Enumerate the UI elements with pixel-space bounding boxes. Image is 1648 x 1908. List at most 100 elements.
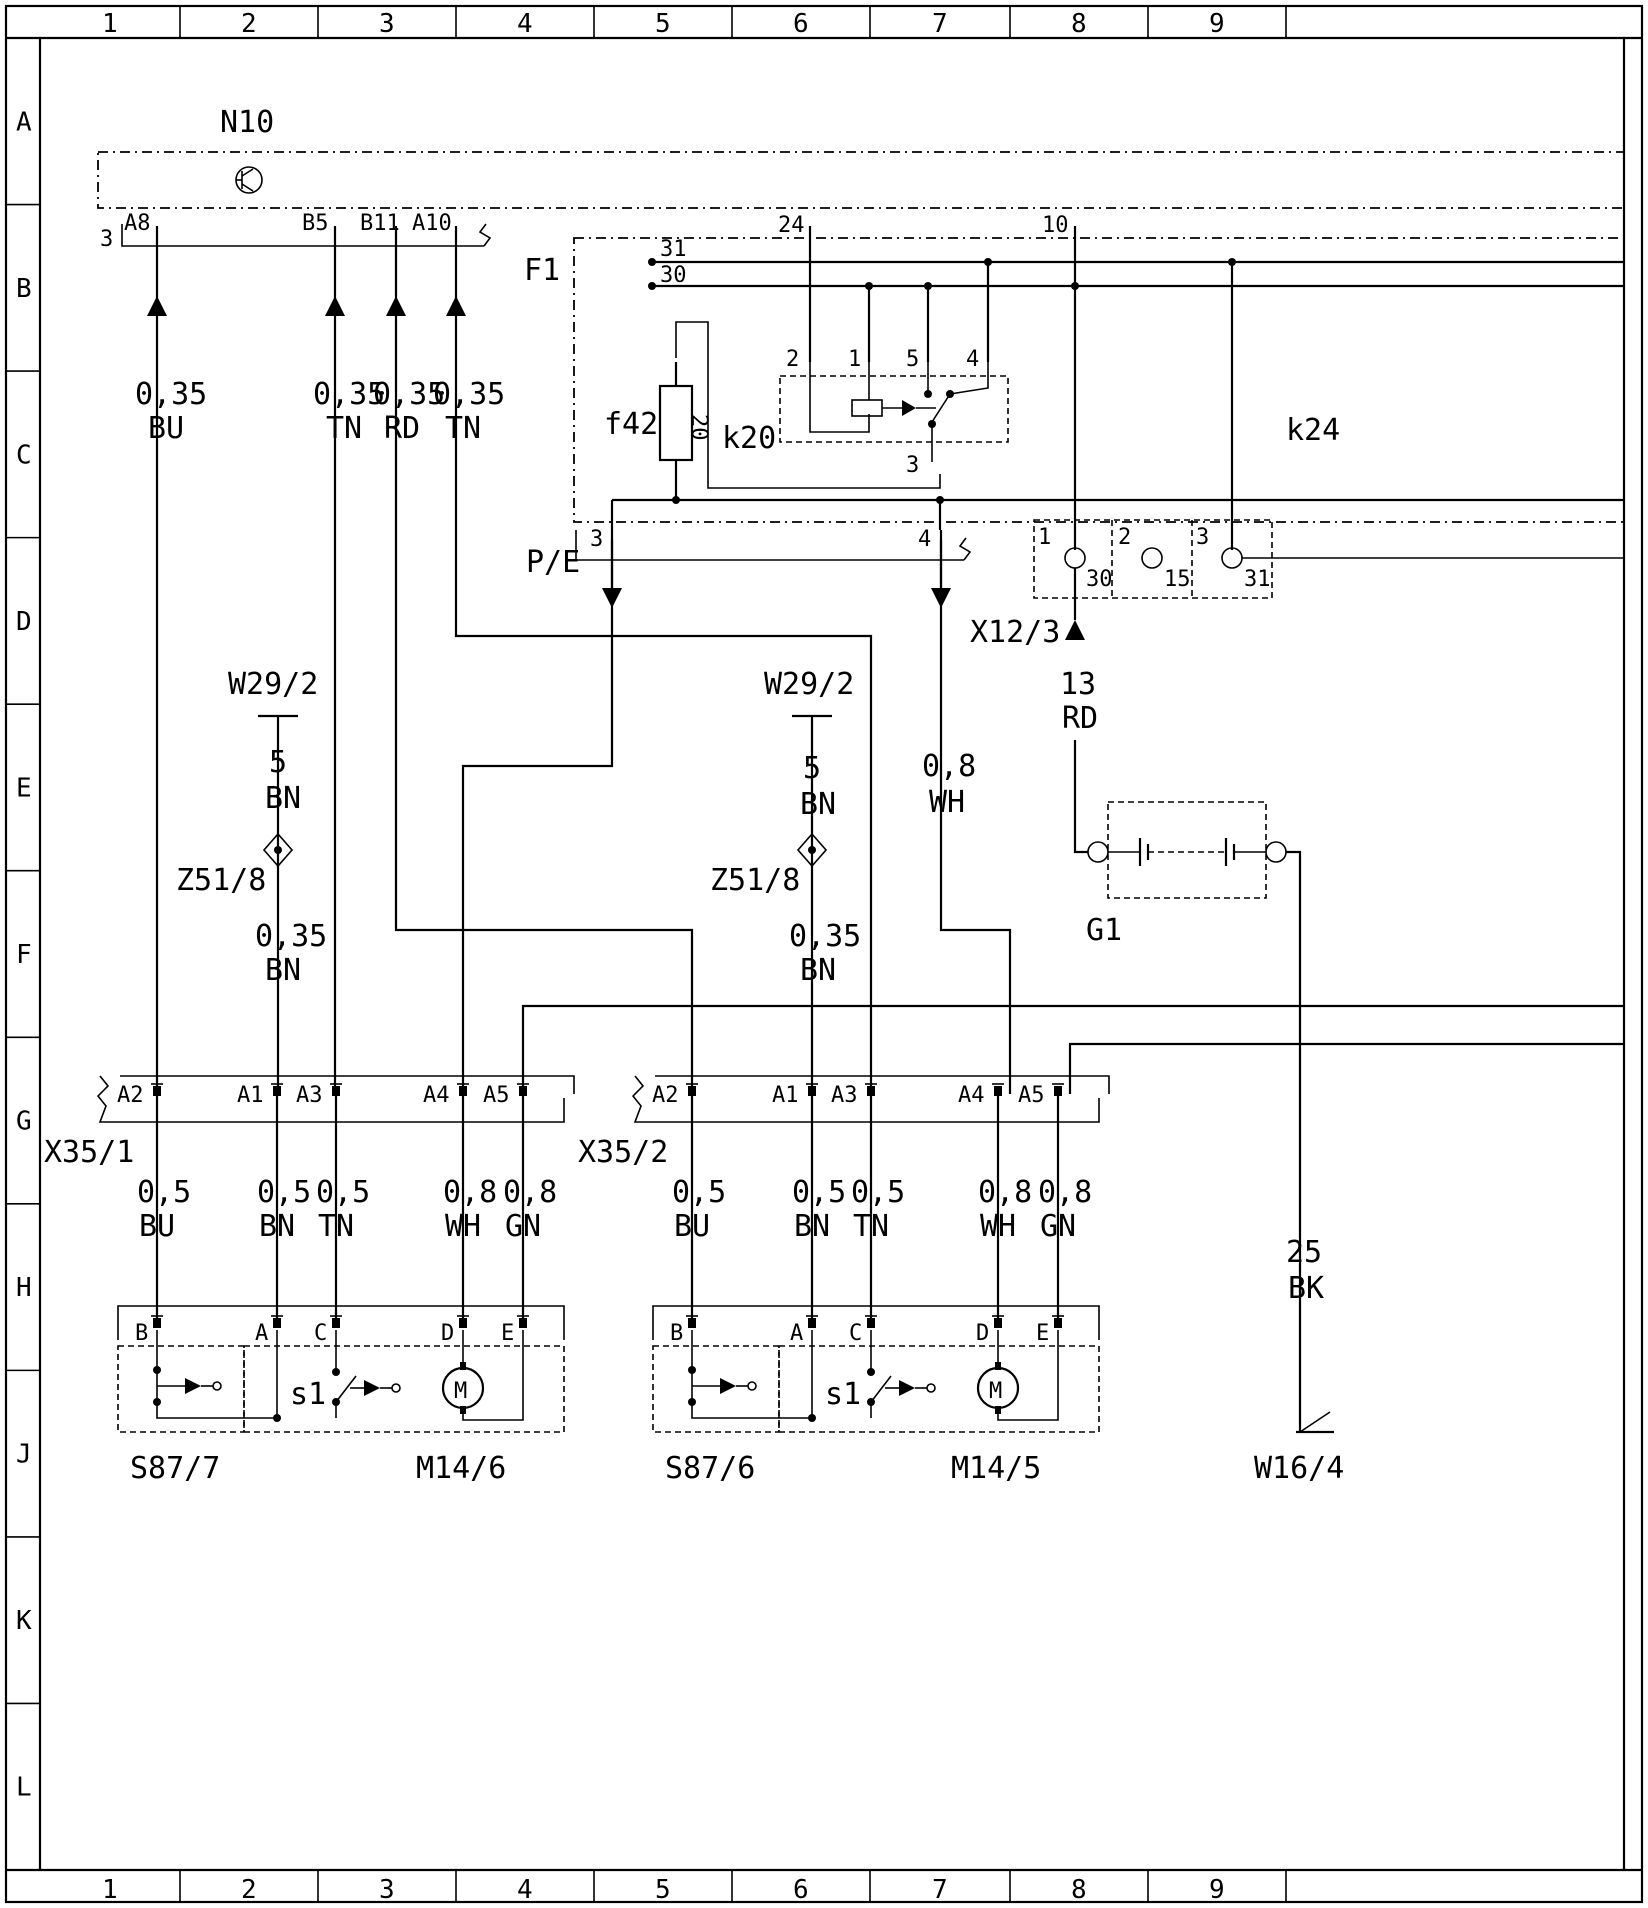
- column-number: 3: [379, 9, 395, 39]
- drawing-frame: [4, 4, 1644, 1904]
- wire-gauge: 0,8: [503, 1175, 557, 1210]
- wire-gauge: 0,8: [922, 749, 976, 784]
- column-number: 5: [655, 1875, 671, 1905]
- component-pin-label: C: [849, 1321, 862, 1346]
- wire-color: BN: [259, 1209, 295, 1244]
- column-number: 6: [793, 1875, 809, 1905]
- pe-pin-3: 3: [590, 527, 603, 552]
- s1-label: s1: [825, 1377, 861, 1412]
- x35-pin-label: A1: [237, 1083, 264, 1108]
- wire-color: RD: [1062, 701, 1098, 736]
- f1-fuse-box: F1 31 30 f42 20: [524, 226, 1625, 550]
- x35-2-assembly: X35/2A20,5BUBA10,5BNAA30,5TNCA40,8WHDA50…: [578, 1075, 1110, 1486]
- x35-pin-label: A1: [772, 1083, 799, 1108]
- column-number: 1: [102, 1875, 118, 1905]
- column-number: 4: [517, 9, 533, 39]
- wire-color: BN: [265, 781, 301, 816]
- wire-color: RD: [384, 411, 420, 446]
- wire-gauge: 0,5: [851, 1175, 905, 1210]
- wire-gauge: 0,35: [433, 377, 505, 412]
- bus-31-label: 31: [660, 237, 687, 262]
- wire-gauge: 0,35: [789, 919, 861, 954]
- component-pin-label: E: [1036, 1321, 1049, 1346]
- wire-gauge: 5: [269, 745, 287, 780]
- component-pin-label: E: [501, 1321, 514, 1346]
- row-letter: A: [16, 107, 32, 137]
- n10-connector-3: 3: [100, 227, 113, 252]
- arrow-markers: [147, 296, 1085, 640]
- wire-gauge: 0,5: [792, 1175, 846, 1210]
- x12-pin-1: 1: [1038, 525, 1051, 550]
- x35-pin-label: A3: [296, 1083, 323, 1108]
- wire-color: WH: [980, 1209, 1016, 1244]
- component-pin-label: D: [976, 1321, 989, 1346]
- k24-label: k24: [1286, 413, 1340, 448]
- wire-gauge: 0,8: [978, 1175, 1032, 1210]
- row-letter: E: [16, 773, 32, 803]
- switch-label: S87/6: [665, 1451, 755, 1486]
- column-number: 5: [655, 9, 671, 39]
- n10-label: N10: [220, 105, 274, 140]
- wire-gauge: 5: [803, 751, 821, 786]
- pin-a10-label: A10: [412, 211, 452, 236]
- x12-3-label: X12/3: [970, 615, 1060, 650]
- pin-b11-label: B11: [360, 211, 400, 236]
- k20-relay: k20 2 1 5 4 3: [722, 347, 1009, 478]
- component-pin-label: A: [255, 1321, 268, 1346]
- pe-label: P/E: [526, 545, 580, 580]
- column-number: 3: [379, 1875, 395, 1905]
- bus-30-label: 30: [660, 263, 687, 288]
- component-pin-label: A: [790, 1321, 803, 1346]
- wire-group-upper: [155, 226, 1624, 1094]
- wire-gauge: 0,35: [313, 377, 385, 412]
- row-letter: F: [16, 940, 32, 970]
- pe-connector: P/E 3 4: [526, 527, 972, 588]
- row-letter: J: [16, 1440, 32, 1470]
- row-letter: H: [16, 1273, 32, 1303]
- x35-label: X35/2: [578, 1135, 668, 1170]
- x35-pin-label: A2: [652, 1083, 679, 1108]
- f1-label: F1: [524, 253, 560, 288]
- wire-gauge: 0,5: [316, 1175, 370, 1210]
- x12-3-terminal: 1 2 3 30 15 31 X12/3 13 RD: [970, 519, 1624, 736]
- motor-symbol: M: [454, 1379, 467, 1404]
- s1-label: s1: [290, 1377, 326, 1412]
- pin-b5-label: B5: [302, 211, 329, 236]
- wire-labels-upper: 0,35 BU 0,35 TN 0,35 RD 0,35 TN W29/2 5 …: [135, 377, 976, 988]
- wire-gauge: 0,35: [255, 919, 327, 954]
- wire-color: BN: [794, 1209, 830, 1244]
- pin-10-label: 10: [1042, 213, 1069, 238]
- relay-coil-icon: [851, 399, 883, 417]
- w16-4-label: W16/4: [1254, 1451, 1344, 1486]
- k20-pin-1: 1: [848, 347, 861, 372]
- wire-gauge: 0,5: [257, 1175, 311, 1210]
- z51-8-right-label: Z51/8: [710, 863, 800, 898]
- wire-color: GN: [1040, 1209, 1076, 1244]
- column-number: 2: [241, 9, 257, 39]
- component-pin-label: B: [670, 1321, 683, 1346]
- column-number: 6: [793, 9, 809, 39]
- wire-gauge: 0,5: [137, 1175, 191, 1210]
- fuse-rating: 20: [686, 414, 711, 441]
- column-number: 9: [1209, 9, 1225, 39]
- wire-color: GN: [505, 1209, 541, 1244]
- z51-8-left-label: Z51/8: [176, 863, 266, 898]
- k20-pin-4: 4: [966, 347, 979, 372]
- x35-pin-label: A2: [117, 1083, 144, 1108]
- wire-color: BU: [148, 411, 184, 446]
- x35-pin-label: A3: [831, 1083, 858, 1108]
- wire-gauge: 0,35: [135, 377, 207, 412]
- pe-pin-4: 4: [918, 527, 931, 552]
- wire-color: WH: [929, 785, 965, 820]
- g1-battery: G1 25 BK W16/4: [1073, 740, 1344, 1486]
- x35-1-assembly: X35/1A20,5BUBA10,5BNAA30,5TNCA40,8WHDA50…: [44, 1075, 575, 1486]
- w29-2-left-label: W29/2: [228, 667, 318, 702]
- wire-gauge: 0,35: [373, 377, 445, 412]
- f42-label: f42: [604, 407, 658, 442]
- row-letter: L: [16, 1773, 32, 1803]
- wire-color: TN: [853, 1209, 889, 1244]
- wire-color: TN: [326, 411, 362, 446]
- column-number: 9: [1209, 1875, 1225, 1905]
